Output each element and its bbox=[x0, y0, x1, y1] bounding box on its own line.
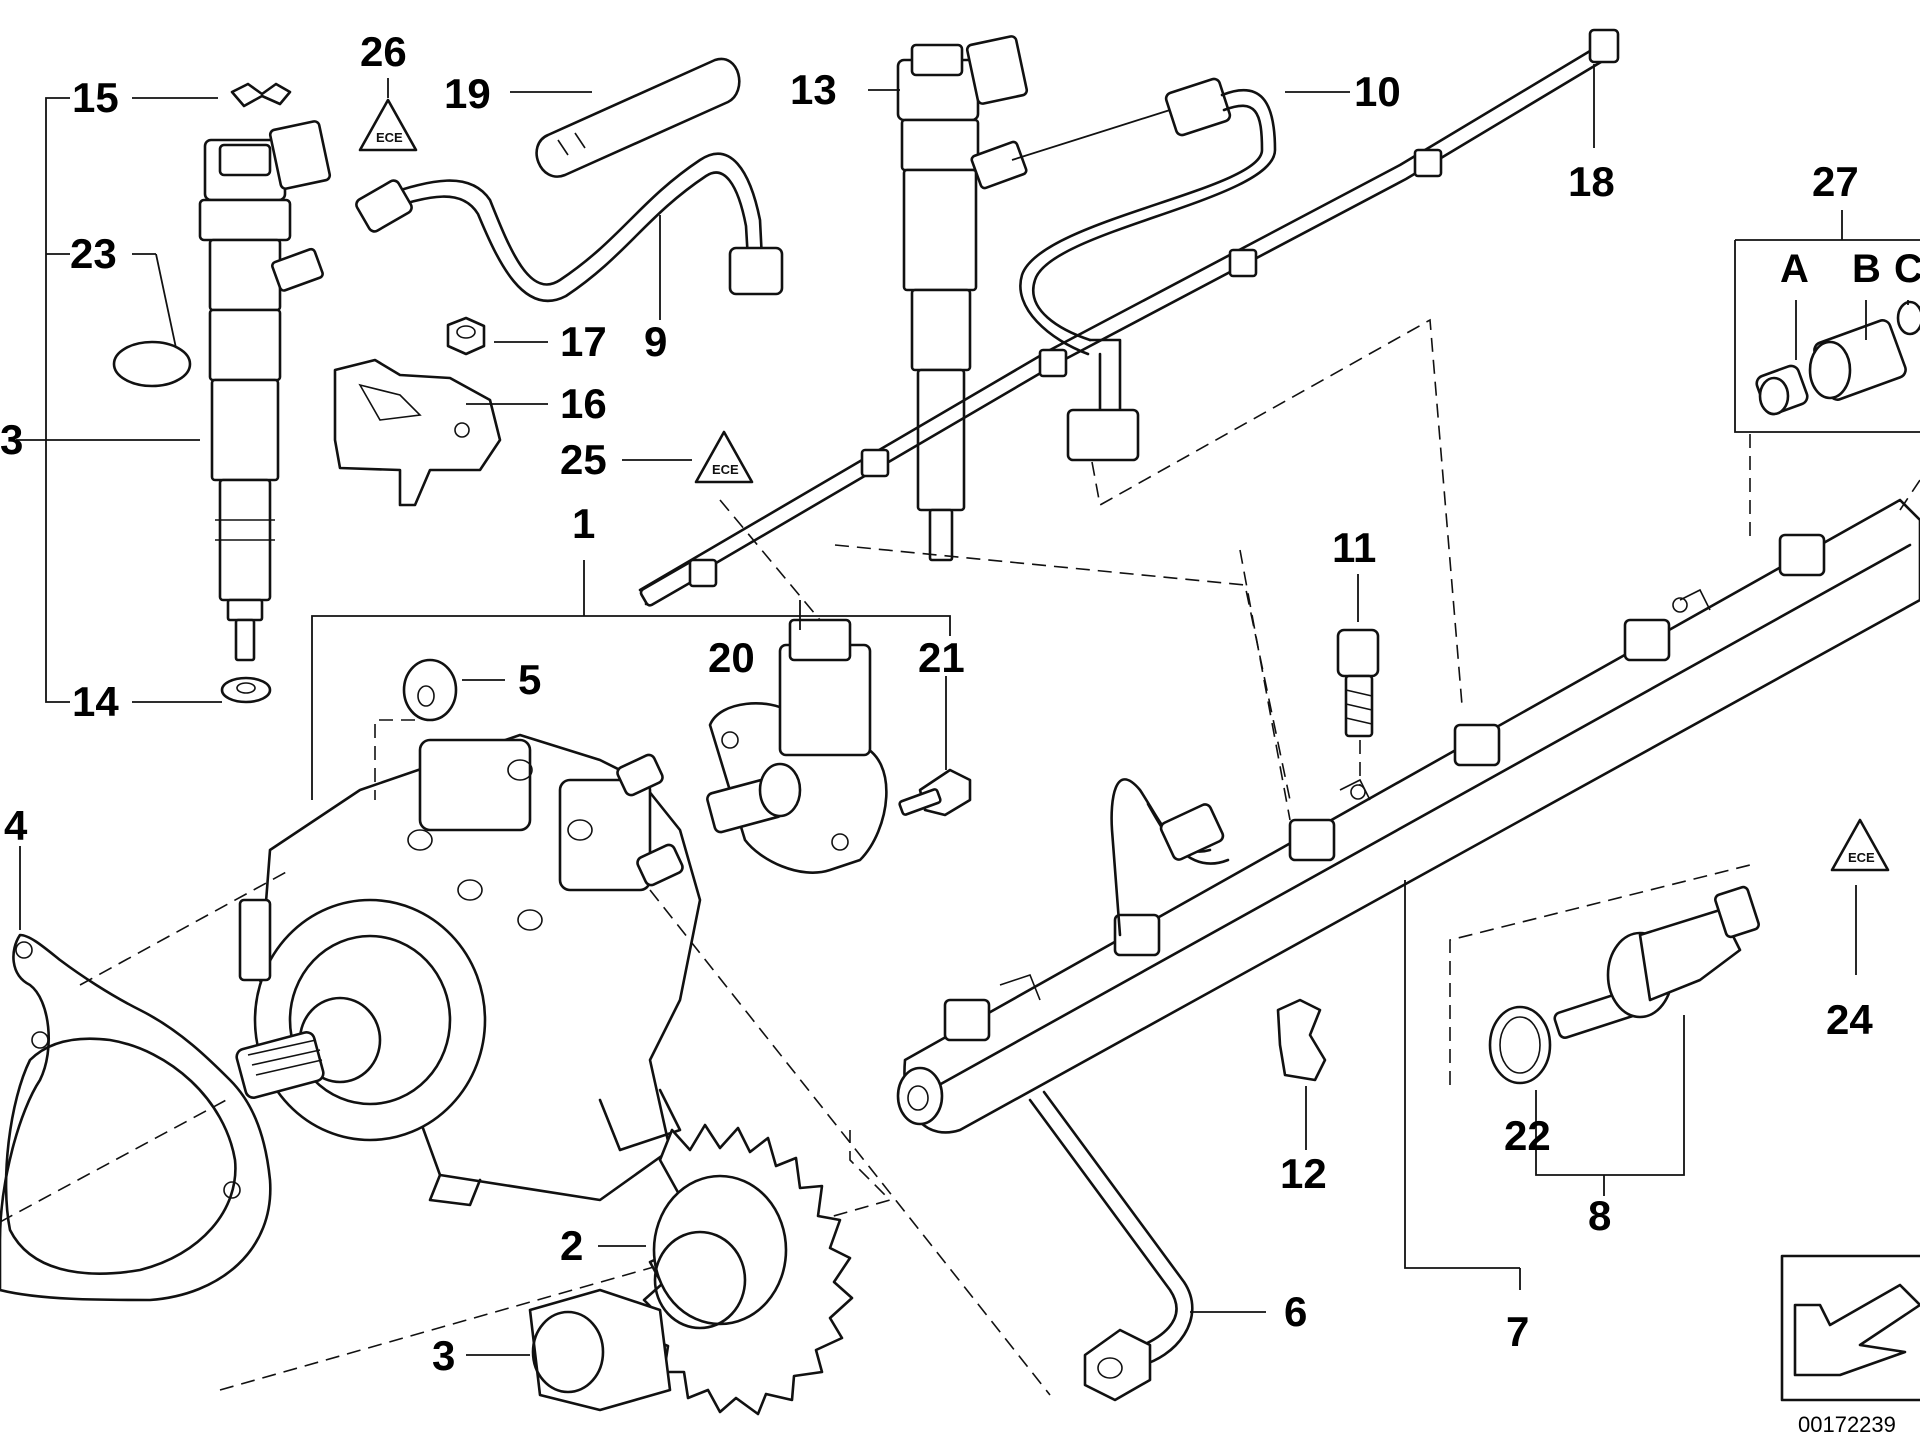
callout-12: 12 bbox=[1280, 1150, 1327, 1197]
fitting-label-a: A bbox=[1780, 247, 1809, 291]
callout-6: 6 bbox=[1284, 1288, 1307, 1335]
seal-ring-22 bbox=[1488, 1005, 1552, 1085]
callout-3-bottom: 3 bbox=[432, 1332, 455, 1379]
fitting-label-b: B bbox=[1852, 247, 1881, 291]
callout-3-left: 3 bbox=[0, 416, 23, 463]
bolt-11 bbox=[1336, 628, 1380, 738]
warning-triangle-icon: ECE bbox=[1830, 818, 1890, 872]
clip-15 bbox=[230, 82, 292, 108]
fitting-c bbox=[1896, 300, 1920, 336]
sprocket-2 bbox=[642, 1123, 854, 1416]
callout-8: 8 bbox=[1588, 1192, 1611, 1239]
svg-text:ECE: ECE bbox=[712, 462, 739, 477]
bolt-21 bbox=[898, 768, 972, 817]
fitting-a bbox=[1755, 364, 1809, 416]
callout-5: 5 bbox=[518, 656, 541, 703]
fitting-b bbox=[1808, 319, 1907, 401]
svg-text:ECE: ECE bbox=[1848, 850, 1875, 865]
return-pipe-6 bbox=[1028, 1090, 1194, 1402]
fuel-line-10 bbox=[1019, 77, 1277, 462]
svg-text:ECE: ECE bbox=[376, 130, 403, 145]
callout-17: 17 bbox=[560, 318, 607, 365]
callout-22: 22 bbox=[1504, 1112, 1551, 1159]
gasket-4 bbox=[0, 933, 272, 1302]
callout-14: 14 bbox=[72, 678, 119, 725]
callout-19: 19 bbox=[444, 70, 491, 117]
callout-21: 21 bbox=[918, 634, 965, 681]
seal-5 bbox=[402, 658, 458, 722]
callout-4: 4 bbox=[4, 802, 28, 849]
callout-10: 10 bbox=[1354, 68, 1401, 115]
rail-pressure-sensor-8 bbox=[1553, 885, 1760, 1040]
high-pressure-pump bbox=[235, 733, 702, 1207]
callout-25: 25 bbox=[560, 436, 607, 483]
washer-14 bbox=[220, 676, 272, 704]
fuel-rail-7 bbox=[896, 498, 1920, 1134]
callout-16: 16 bbox=[560, 380, 607, 427]
callout-7: 7 bbox=[1506, 1308, 1529, 1355]
hose-19 bbox=[535, 57, 741, 178]
callout-15: 15 bbox=[72, 74, 119, 121]
diagram-reference-number: 00172239 bbox=[1798, 1412, 1896, 1437]
injector-right bbox=[896, 35, 1029, 562]
fuel-line-9 bbox=[355, 152, 784, 303]
callout-9: 9 bbox=[644, 318, 667, 365]
callout-18: 18 bbox=[1568, 158, 1615, 205]
direction-arrow-icon bbox=[1780, 1254, 1920, 1402]
o-ring-23 bbox=[112, 340, 192, 388]
callout-26: 26 bbox=[360, 28, 407, 75]
pressure-control-valve-20 bbox=[706, 618, 888, 874]
callout-27: 27 bbox=[1812, 158, 1859, 205]
warning-triangle-icon: ECE bbox=[694, 430, 754, 484]
injector-left bbox=[198, 120, 332, 662]
nut-3 bbox=[528, 1288, 672, 1412]
warning-triangle-icon: ECE bbox=[358, 98, 418, 152]
nut-17 bbox=[446, 316, 486, 356]
clip-12 bbox=[1276, 998, 1327, 1082]
callout-11: 11 bbox=[1332, 524, 1376, 571]
leak-off-line-18 bbox=[638, 28, 1620, 607]
fitting-label-c: C bbox=[1894, 247, 1920, 291]
callout-23: 23 bbox=[70, 230, 117, 277]
callout-20: 20 bbox=[708, 634, 755, 681]
callout-2: 2 bbox=[560, 1222, 583, 1269]
bracket-16 bbox=[333, 358, 502, 507]
callout-1: 1 bbox=[572, 500, 595, 547]
callout-24: 24 bbox=[1826, 996, 1873, 1043]
callout-13: 13 bbox=[790, 66, 837, 113]
